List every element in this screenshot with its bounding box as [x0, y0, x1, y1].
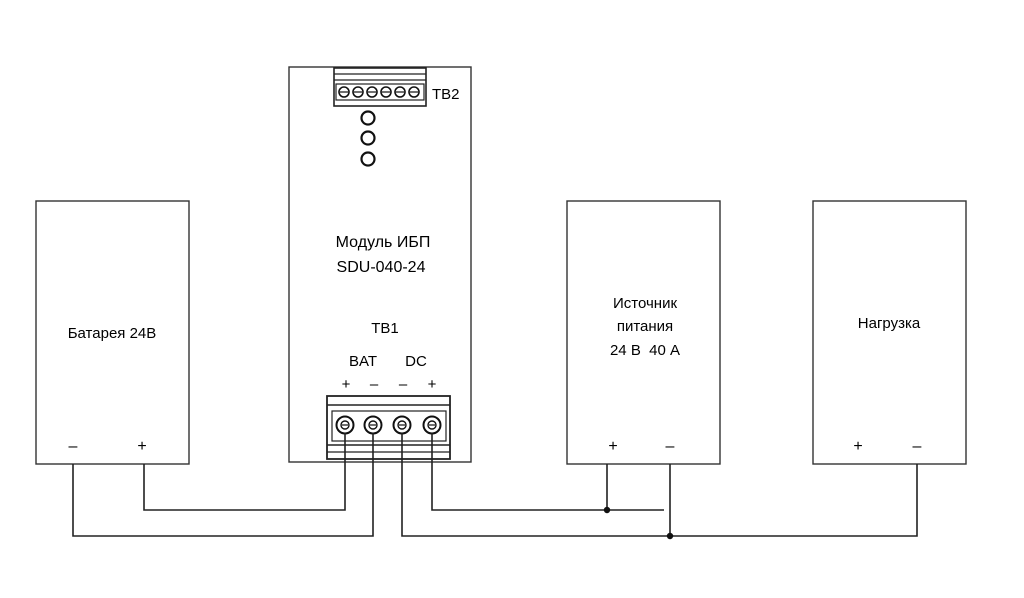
power-supply-rating: 24 В 40 А: [610, 342, 680, 359]
tb2-pin: [338, 86, 350, 98]
tb2-label: TB2: [432, 86, 460, 103]
power-supply-plus-terminal: +: [608, 438, 617, 455]
bat-label: BAT: [349, 353, 377, 370]
junction-dot: [603, 506, 611, 514]
ups-model: SDU-040-24: [337, 259, 426, 276]
battery-minus-terminal: –: [69, 438, 78, 455]
tb1-terminal-polarity: –: [399, 376, 408, 393]
tb2-connector: [333, 67, 427, 107]
tb1-terminal-polarity: +: [428, 376, 437, 393]
tb1-screw-terminal: [363, 415, 383, 435]
led-indicator: [360, 110, 376, 126]
tb2-pin: [366, 86, 378, 98]
led-indicator: [360, 151, 376, 167]
load-label: Нагрузка: [858, 315, 921, 332]
tb1-terminal-polarity: –: [370, 376, 379, 393]
ups-module: TB2 Модуль ИБП SDU-040-24 TB1 BAT DC + –…: [288, 66, 472, 463]
tb1-screw-terminal: [335, 415, 355, 435]
wire-dc-plus-to-psu-and-load-plus: [431, 433, 664, 511]
power-supply-box: [566, 200, 721, 465]
load-block: Нагрузка + –: [812, 200, 967, 465]
load-box: [812, 200, 967, 465]
tb1-connector: [326, 395, 451, 460]
dc-label: DC: [405, 353, 427, 370]
power-supply-label-line1: Источник: [613, 295, 677, 312]
tb1-screw-terminal: [422, 415, 442, 435]
tb2-pin: [408, 86, 420, 98]
tb2-pin: [394, 86, 406, 98]
load-minus-terminal: –: [913, 438, 922, 455]
led-indicator: [360, 130, 376, 146]
tb1-terminal-polarity: +: [342, 376, 351, 393]
junction-dot: [666, 532, 674, 540]
battery-box: [35, 200, 190, 465]
tb2-pin: [352, 86, 364, 98]
wire-battery-minus-to-bat-minus: [72, 433, 374, 537]
battery-label: Батарея 24В: [68, 325, 157, 342]
power-supply-block: Источник питания 24 В 40 А + –: [566, 200, 721, 465]
power-supply-minus-terminal: –: [666, 438, 675, 455]
tb2-pin: [380, 86, 392, 98]
wire-battery-plus-to-bat-plus: [143, 433, 346, 511]
power-supply-label-line2: питания: [617, 318, 673, 335]
tb1-screw-terminal: [392, 415, 412, 435]
load-plus-terminal: +: [853, 438, 862, 455]
battery-block: Батарея 24В – +: [35, 200, 190, 465]
battery-plus-terminal: +: [137, 438, 146, 455]
tb1-label: TB1: [371, 320, 399, 337]
wire-dc-minus-to-psu-and-load-minus: [401, 433, 918, 537]
ups-title: Модуль ИБП: [336, 234, 431, 251]
